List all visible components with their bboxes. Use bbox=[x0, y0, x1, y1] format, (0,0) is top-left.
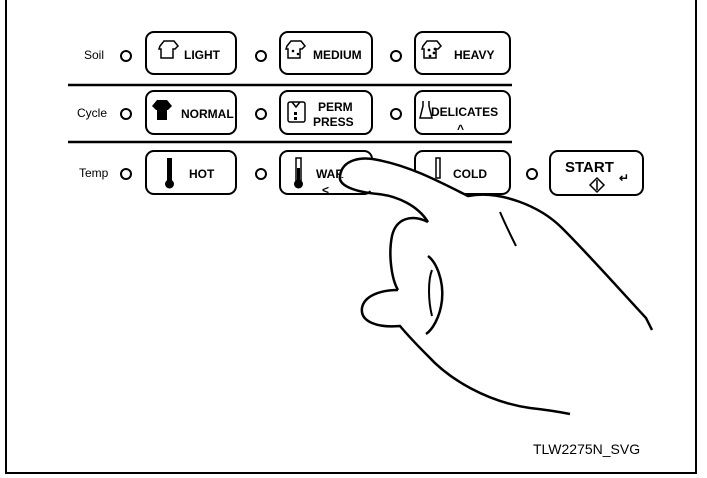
delicates-label: DELICATES bbox=[431, 105, 498, 119]
hanger-shirt-icon bbox=[287, 101, 306, 123]
start-indicator bbox=[526, 168, 538, 180]
start-arrow: ↵ bbox=[619, 171, 629, 185]
shirt-icon bbox=[157, 40, 180, 59]
thermometer-icon bbox=[435, 157, 441, 179]
perm-label: PERM bbox=[318, 100, 353, 114]
cycle-normal-button[interactable]: NORMAL bbox=[145, 90, 237, 135]
cycle-row-label: Cycle bbox=[77, 106, 107, 120]
soil-medium-button[interactable]: MEDIUM bbox=[279, 31, 373, 75]
temp-warm-indicator bbox=[255, 168, 267, 180]
thermometer-icon bbox=[165, 158, 174, 189]
dress-icon bbox=[419, 101, 433, 119]
soil-heavy-button[interactable]: HEAVY bbox=[414, 31, 511, 75]
heavy-label: HEAVY bbox=[454, 48, 494, 62]
cycle-perm-press-indicator bbox=[255, 108, 267, 120]
shirt-icon bbox=[420, 40, 443, 59]
hot-label: HOT bbox=[189, 167, 215, 181]
shirt-icon bbox=[152, 100, 172, 120]
soil-light-button[interactable]: LIGHT bbox=[145, 31, 237, 75]
light-label: LIGHT bbox=[184, 48, 221, 62]
soil-medium-indicator bbox=[255, 50, 267, 62]
pointing-hand-illustration bbox=[338, 157, 654, 416]
cycle-delicates-indicator bbox=[390, 108, 402, 120]
press-label: PRESS bbox=[313, 115, 354, 129]
start-button[interactable]: START ↵ bbox=[549, 150, 644, 196]
temp-hot-button[interactable]: HOT bbox=[145, 150, 237, 195]
delicates-mark: ^ bbox=[457, 122, 464, 136]
soil-light-indicator bbox=[120, 50, 132, 62]
temp-row-label: Temp bbox=[79, 166, 109, 180]
thermometer-icon bbox=[294, 157, 303, 189]
cold-label: COLD bbox=[453, 167, 487, 181]
cycle-perm-press-button[interactable]: PERM PRESS bbox=[279, 90, 373, 135]
soil-row-label: Soil bbox=[84, 48, 104, 62]
temp-hot-indicator bbox=[120, 168, 132, 180]
figure-frame bbox=[5, 0, 697, 474]
cycle-delicates-button[interactable]: DELICATES ^ bbox=[414, 90, 511, 136]
cycle-normal-indicator bbox=[120, 108, 132, 120]
warm-mark: < bbox=[322, 183, 329, 197]
normal-label: NORMAL bbox=[181, 107, 234, 121]
figure-caption: TLW2275N_SVG bbox=[533, 441, 640, 457]
medium-label: MEDIUM bbox=[313, 48, 362, 62]
start-symbol-icon bbox=[588, 176, 606, 194]
soil-heavy-indicator bbox=[390, 50, 402, 62]
start-label: START bbox=[565, 159, 614, 176]
shirt-icon bbox=[284, 40, 307, 59]
